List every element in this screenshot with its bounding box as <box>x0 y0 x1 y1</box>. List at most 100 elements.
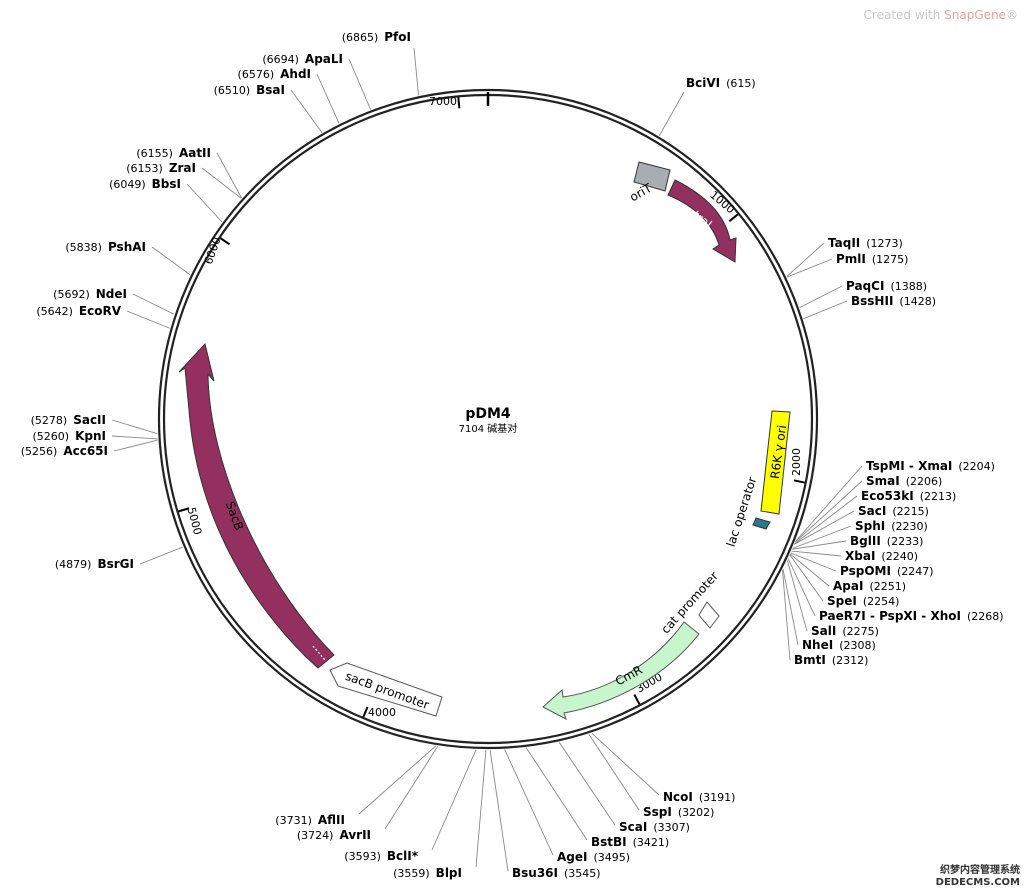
site-leader-blpi <box>475 749 487 868</box>
site-name: Acc65I <box>63 444 108 458</box>
site-label-bbsi[interactable]: (6049)BbsI <box>109 177 181 191</box>
site-name: SspI <box>643 805 672 819</box>
feature-sacb[interactable] <box>178 342 335 669</box>
watermark-line2: DEDECMS.COM <box>935 877 1020 888</box>
site-leader-xbai <box>791 550 842 557</box>
site-name: PaqCI <box>846 279 884 293</box>
site-label-saci[interactable]: SacI(2215) <box>858 504 929 518</box>
site-label-agei[interactable]: AgeI (3495) <box>557 850 630 864</box>
site-position: (3593) <box>344 850 381 863</box>
site-name: BclI* <box>387 849 419 863</box>
site-position: (2312) <box>832 654 869 667</box>
site-leader-sali <box>786 560 808 632</box>
tick-mark <box>219 237 231 246</box>
site-label-zrai[interactable]: (6153)ZraI <box>126 161 196 175</box>
site-name: SphI <box>855 519 885 533</box>
site-position: (2204) <box>958 460 995 473</box>
site-position: (4879) <box>55 558 92 571</box>
site-label-bsrgi[interactable]: (4879)BsrGI <box>55 557 134 571</box>
site-label-nhei[interactable]: NheI(2308) <box>802 638 876 652</box>
site-label-ahdi[interactable]: (6576)AhdI <box>238 67 311 81</box>
site-position: (2251) <box>869 580 906 593</box>
site-name: ZraI <box>169 161 196 175</box>
feature-r6k-ori[interactable] <box>760 410 791 515</box>
site-name: PfoI <box>384 30 411 44</box>
site-label-bmti[interactable]: BmtI(2312) <box>794 653 868 667</box>
site-name: BbsI <box>152 177 181 191</box>
site-label-apali[interactable]: (6694)ApaLI <box>262 52 343 66</box>
site-name: ApaLI <box>305 52 343 66</box>
site-leader-tspmi-xmai <box>795 465 863 542</box>
site-label-sali[interactable]: SalI(2275) <box>811 624 879 638</box>
site-label-paqci[interactable]: PaqCI(1388) <box>846 279 927 293</box>
site-label-aatii[interactable]: (6155)AatII <box>136 146 211 160</box>
plasmid-length: 7104 碱基对 <box>459 422 518 435</box>
site-position: (5692) <box>53 288 90 301</box>
feature-cat-promoter[interactable] <box>698 601 720 629</box>
site-leader-paer7i-pspxi-xhoi <box>787 558 816 617</box>
feature-lac-operator[interactable] <box>752 517 771 530</box>
tick-label: 6000 <box>202 235 224 266</box>
site-leader-zrai <box>201 167 242 199</box>
site-name: NdeI <box>96 287 127 301</box>
site-label-taqii[interactable]: TaqII(1273) <box>828 236 903 250</box>
feature-traj[interactable] <box>667 179 737 263</box>
site-label-ecorv[interactable]: (5642)EcoRV <box>36 304 121 318</box>
site-label-ndei[interactable]: (5692) NdeI <box>53 287 127 301</box>
site-label-eco53ki[interactable]: Eco53kI(2213) <box>861 489 956 503</box>
site-label-bcivi[interactable]: BciVI(615) <box>686 76 756 90</box>
site-position: (6155) <box>136 147 173 160</box>
site-leader-paqci <box>799 285 843 309</box>
site-label-pmli[interactable]: PmlI(1275) <box>836 252 908 266</box>
site-label-tspmi-xmai[interactable]: TspMI - XmaI(2204) <box>866 459 995 473</box>
site-leader-ndei <box>132 293 175 315</box>
tick-mark <box>633 694 641 705</box>
site-label-ncoi[interactable]: NcoI(3191) <box>663 790 735 804</box>
site-label-xbai[interactable]: XbaI(2240) <box>845 549 918 563</box>
site-label-aflii[interactable]: (3731)AflII <box>275 813 345 827</box>
site-leader-agei <box>504 749 554 856</box>
credit-brand: SnapGene <box>944 8 1006 22</box>
site-label-avrii[interactable]: (3724)AvrII <box>297 828 371 842</box>
site-label-bglii[interactable]: BglII(2233) <box>850 534 923 548</box>
site-leader-sacii <box>111 419 158 435</box>
site-leader-acc65i <box>113 439 158 452</box>
site-label-bcli[interactable]: (3593) BclI* <box>344 849 418 863</box>
site-leader-ahdi <box>316 73 340 124</box>
site-label-pfoi[interactable]: (6865)PfoI <box>342 30 411 44</box>
site-leader-bcivi <box>658 91 685 136</box>
site-position: (3559) <box>393 867 430 880</box>
site-label-blpi[interactable]: (3559)BlpI <box>393 866 462 880</box>
site-position: (3495) <box>593 851 630 864</box>
site-leader-kpni <box>111 435 158 440</box>
site-label-kpni[interactable]: (5260)KpnI <box>33 429 106 443</box>
site-position: (3421) <box>633 836 670 849</box>
site-label-scai[interactable]: ScaI(3307) <box>619 820 690 834</box>
site-label-bsai[interactable]: (6510)BsaI <box>214 83 285 97</box>
backbone-outer-ring <box>157 88 819 750</box>
site-label-sspi[interactable]: SspI(3202) <box>643 805 714 819</box>
site-label-bstbi[interactable]: BstBI(3421) <box>591 835 669 849</box>
site-position: (3731) <box>275 814 312 827</box>
site-position: (1428) <box>899 295 936 308</box>
feature-orit[interactable] <box>633 161 671 192</box>
feature-cmr[interactable] <box>542 621 700 721</box>
feature-sacb-promoter[interactable] <box>329 662 443 717</box>
site-label-smai[interactable]: SmaI(2206) <box>866 474 942 488</box>
site-label-spei[interactable]: SpeI(2254) <box>827 594 899 608</box>
site-label-sacii[interactable]: (5278)SacII <box>31 413 106 427</box>
site-position: (3307) <box>653 821 690 834</box>
site-name: AgeI <box>557 850 587 864</box>
site-label-sphi[interactable]: SphI(2230) <box>855 519 928 533</box>
site-label-acc65i[interactable]: (5256)Acc65I <box>21 444 108 458</box>
site-position: (5642) <box>36 305 73 318</box>
site-position: (2233) <box>887 535 924 548</box>
site-label-pspomi[interactable]: PspOMI(2247) <box>840 564 934 578</box>
site-label-pshai[interactable]: (5838)PshAI <box>65 240 146 254</box>
site-label-bsshii[interactable]: BssHII(1428) <box>851 294 936 308</box>
site-label-apai[interactable]: ApaI(2251) <box>833 579 906 593</box>
site-position: (2240) <box>881 550 918 563</box>
site-position: (3724) <box>297 829 334 842</box>
site-label-paer7i-pspxi-xhoi[interactable]: PaeR7I - PspXI - XhoI(2268) <box>819 609 1004 623</box>
site-label-bsu36i[interactable]: Bsu36I(3545) <box>512 866 601 880</box>
